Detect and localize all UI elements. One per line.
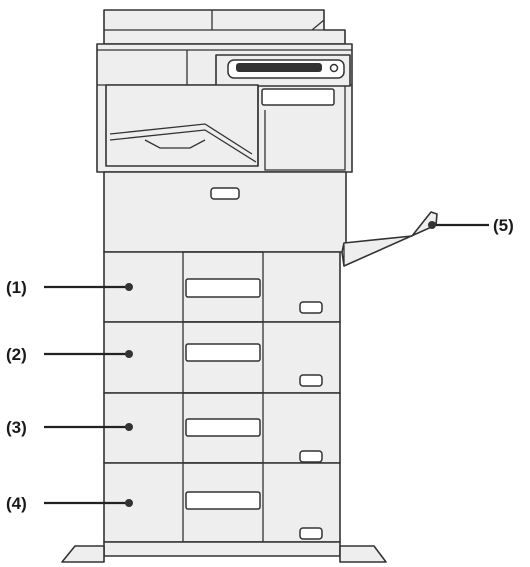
bypass-tray[interactable] — [341, 211, 438, 267]
document-feeder — [103, 9, 346, 45]
paper-tray-2[interactable] — [103, 321, 341, 394]
paper-tray-4[interactable] — [103, 462, 341, 543]
front-cover-handle[interactable] — [210, 187, 240, 200]
callout-label-1: (1) — [6, 278, 27, 297]
callout-label-4: (4) — [6, 494, 27, 513]
paper-tray-3[interactable] — [103, 392, 341, 464]
control-panel[interactable] — [215, 54, 351, 87]
printer-body — [103, 171, 347, 253]
callout-label-2: (2) — [6, 345, 27, 364]
paper-tray-1[interactable] — [103, 251, 341, 323]
callout-leaders — [44, 221, 489, 507]
callout-label-5: (5) — [493, 216, 514, 235]
output-tray — [105, 84, 346, 171]
stand-base — [61, 541, 387, 563]
callout-label-3: (3) — [6, 418, 27, 437]
